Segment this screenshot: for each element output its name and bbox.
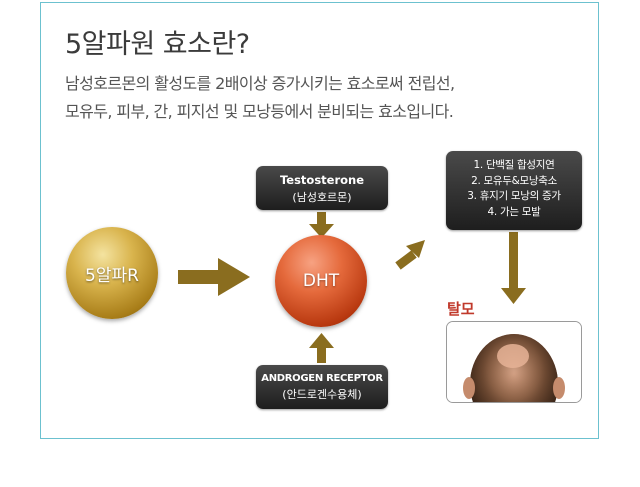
- balding-head-illustration: [447, 322, 581, 402]
- description-line-1: 남성호르몬의 활성도를 2배이상 증가시키는 효소로써 전립선,: [65, 74, 455, 93]
- androgen-receptor-label: ANDROGEN RECEPTOR: [261, 373, 383, 384]
- androgen-receptor-box: ANDROGEN RECEPTOR (안드로겐수용체): [256, 365, 388, 409]
- testosterone-korean-label: (남성호르몬): [292, 191, 352, 204]
- androgen-receptor-korean-label: (안드로겐수용체): [282, 388, 362, 401]
- arrow-testosterone-to-dht: [309, 212, 334, 238]
- effect-item: 3. 휴지기 모낭의 증가: [467, 190, 561, 202]
- arrow-effects-to-hairloss: [501, 232, 526, 304]
- effects-list: 1. 단백질 합성지연 2. 모유두&모낭축소 3. 휴지기 모낭의 증가 4.…: [446, 151, 582, 220]
- effect-item: 2. 모유두&모낭축소: [471, 174, 557, 187]
- effect-item: 4. 가는 모발: [487, 205, 541, 218]
- hairloss-label: 탈모: [447, 300, 475, 318]
- enzyme-circle-label: 5알파R: [85, 265, 139, 286]
- effects-box: 1. 단백질 합성지연 2. 모유두&모낭축소 3. 휴지기 모낭의 증가 4.…: [446, 151, 582, 230]
- effect-item: 1. 단백질 합성지연: [473, 159, 555, 171]
- description-line-2: 모유두, 피부, 간, 피지선 및 모낭등에서 분비되는 효소입니다.: [65, 102, 454, 121]
- page-title: 5알파원 효소란?: [65, 29, 250, 60]
- dht-circle-label: DHT: [302, 271, 340, 291]
- balding-head-image: [446, 321, 582, 403]
- dht-circle: DHT: [275, 235, 367, 327]
- enzyme-circle: 5알파R: [66, 227, 158, 319]
- arrow-receptor-to-dht: [309, 333, 334, 363]
- arrow-enzyme-to-dht: [178, 258, 250, 296]
- testosterone-label: Testosterone: [279, 173, 365, 187]
- testosterone-box: Testosterone (남성호르몬): [256, 166, 388, 210]
- arrow-dht-to-effects: [395, 240, 425, 270]
